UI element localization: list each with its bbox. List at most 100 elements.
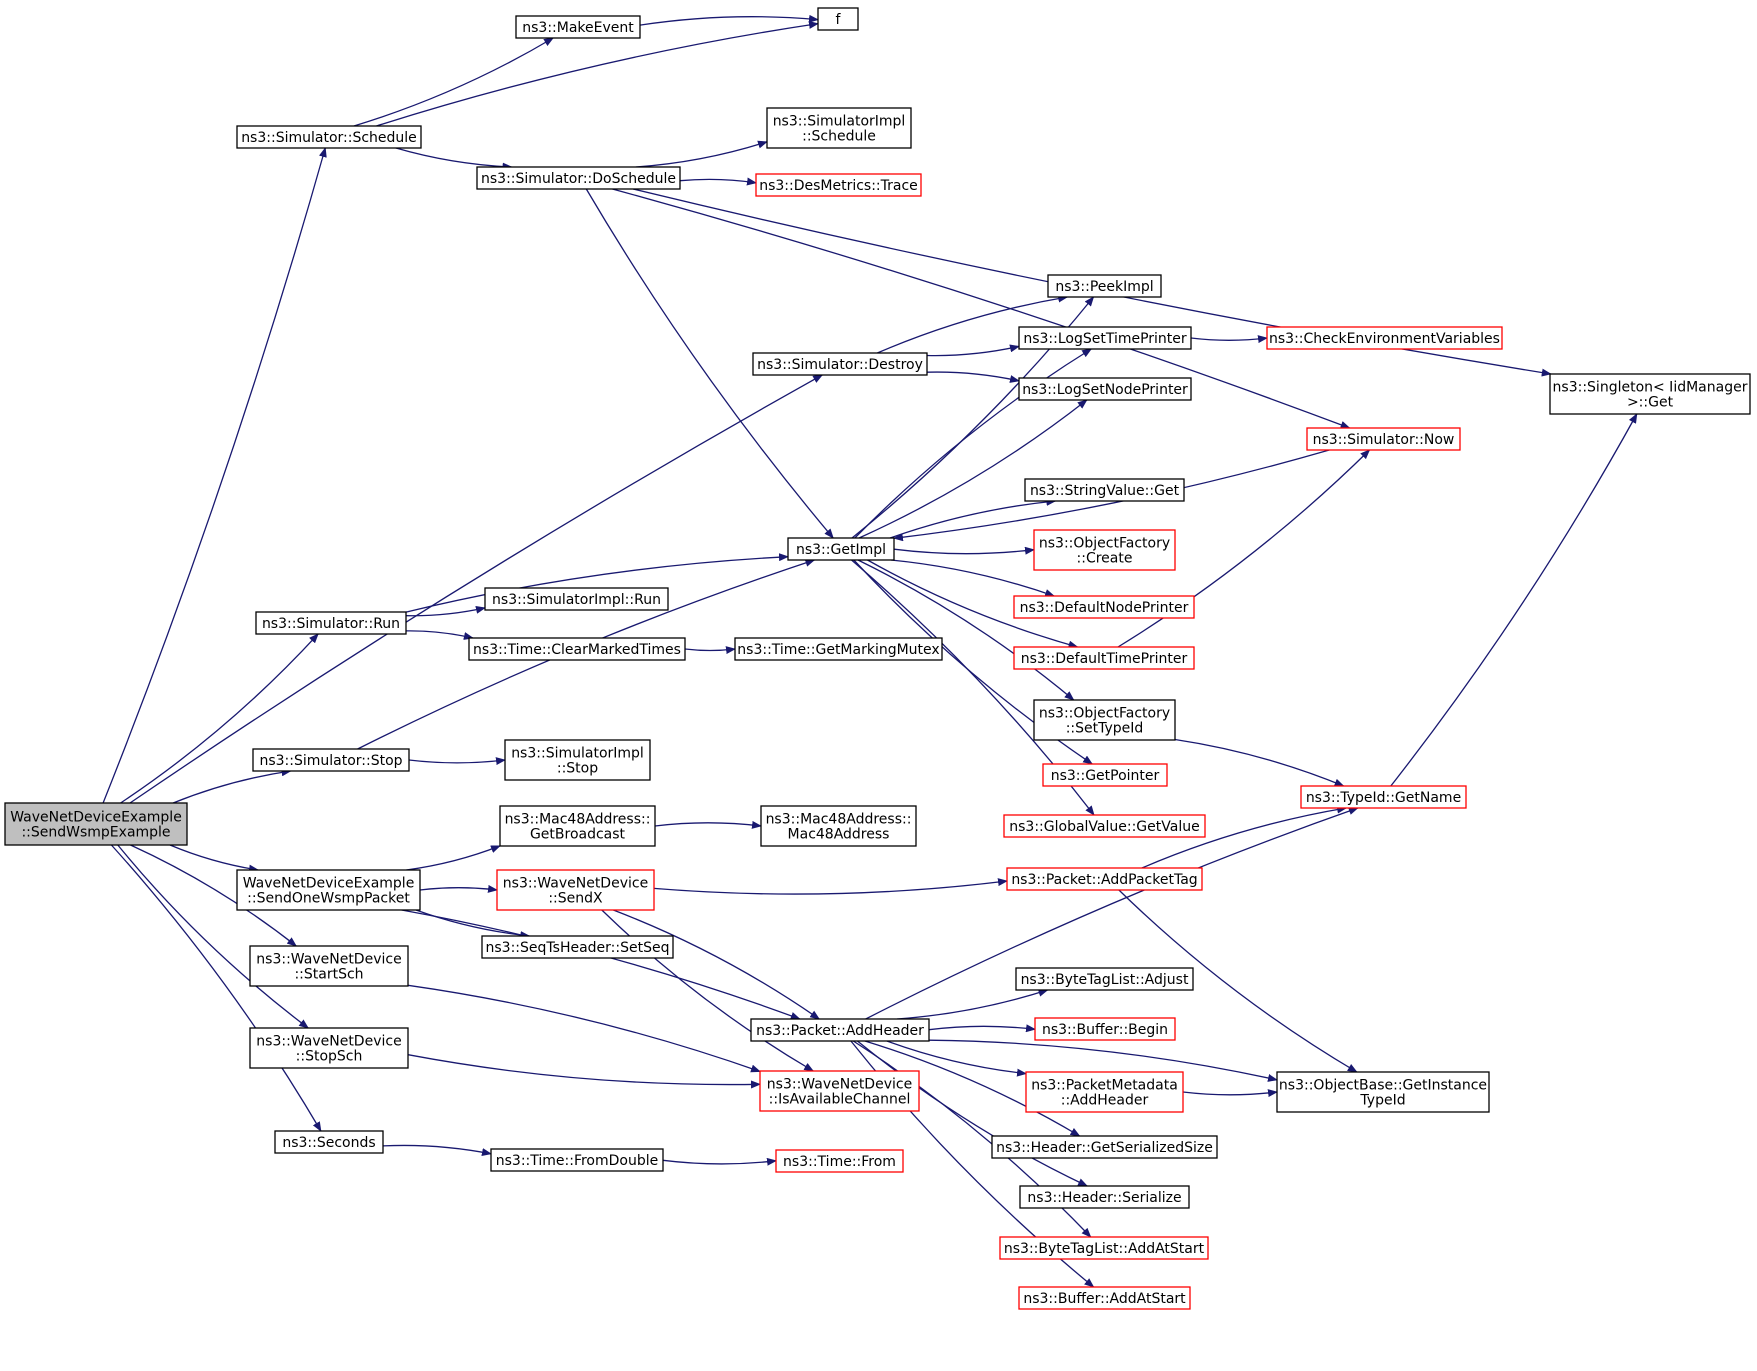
node-peekimpl[interactable]: ns3::PeekImpl bbox=[1047, 274, 1162, 298]
node-time_getmarkingmutex[interactable]: ns3::Time::GetMarkingMutex bbox=[734, 637, 943, 661]
node-simimpl_schedule[interactable]: ns3::SimulatorImpl::Schedule bbox=[766, 107, 912, 149]
node-sim_doschedule[interactable]: ns3::Simulator::DoSchedule bbox=[476, 166, 681, 190]
node-defaulttimeprinter[interactable]: ns3::DefaultTimePrinter bbox=[1013, 646, 1195, 670]
node-buffer_begin[interactable]: ns3::Buffer::Begin bbox=[1034, 1017, 1176, 1041]
node-make_event[interactable]: ns3::MakeEvent bbox=[515, 15, 641, 39]
node-buffer_addatstart[interactable]: ns3::Buffer::AddAtStart bbox=[1018, 1286, 1191, 1310]
node-singleton_get[interactable]: ns3::Singleton< IidManager >::Get bbox=[1549, 373, 1751, 415]
node-box bbox=[236, 869, 421, 911]
node-box bbox=[760, 805, 917, 847]
node-label: ns3::MakeEvent bbox=[522, 20, 634, 36]
node-header_serialize[interactable]: ns3::Header::Serialize bbox=[1019, 1185, 1190, 1209]
node-packet_addpackettag[interactable]: ns3::Packet::AddPacketTag bbox=[1006, 867, 1203, 891]
node-seqts_setseq[interactable]: ns3::SeqTsHeader::SetSeq bbox=[481, 935, 674, 959]
node-box bbox=[252, 748, 410, 772]
node-seconds[interactable]: ns3::Seconds bbox=[274, 1130, 384, 1154]
node-root[interactable]: WaveNetDeviceExample::SendWsmpExample bbox=[4, 802, 188, 846]
node-time_fromdouble[interactable]: ns3::Time::FromDouble bbox=[490, 1148, 664, 1172]
node-box bbox=[515, 15, 641, 39]
node-f[interactable]: f bbox=[817, 7, 859, 31]
node-pktmeta_addheader[interactable]: ns3::PacketMetadata::AddHeader bbox=[1025, 1071, 1184, 1113]
node-box bbox=[766, 107, 912, 149]
node-logsettimeprinter[interactable]: ns3::LogSetTimePrinter bbox=[1018, 326, 1192, 350]
node-sim_stop[interactable]: ns3::Simulator::Stop bbox=[252, 748, 410, 772]
node-sim_destroy[interactable]: ns3::Simulator::Destroy bbox=[752, 352, 928, 376]
node-box bbox=[1276, 1071, 1490, 1113]
edge-root-to-sim_stop bbox=[172, 768, 292, 804]
node-label: ::SendOneWsmpPacket bbox=[247, 891, 410, 907]
node-mac48_getbroadcast[interactable]: ns3::Mac48Address::GetBroadcast bbox=[499, 805, 656, 847]
edge-sendonewsmp-to-packet_addheader bbox=[401, 909, 801, 1020]
node-label: ns3::ByteTagList::Adjust bbox=[1021, 972, 1189, 988]
node-bytetaglist_addatstart[interactable]: ns3::ByteTagList::AddAtStart bbox=[999, 1236, 1209, 1260]
node-label: ns3::Simulator::Stop bbox=[259, 753, 402, 769]
node-logsetnodeprinter[interactable]: ns3::LogSetNodePrinter bbox=[1018, 377, 1192, 401]
node-header_getserializedsize[interactable]: ns3::Header::GetSerializedSize bbox=[991, 1135, 1218, 1159]
node-stringvalue_get[interactable]: ns3::StringValue::Get bbox=[1024, 478, 1185, 502]
node-label: ::Stop bbox=[557, 761, 598, 777]
edge-seconds-to-time_fromdouble bbox=[382, 1144, 492, 1157]
node-sim_now[interactable]: ns3::Simulator::Now bbox=[1306, 427, 1461, 451]
edge-sendonewsmp-to-wave_sendx bbox=[419, 884, 498, 893]
node-label: ns3::SimulatorImpl::Run bbox=[492, 592, 661, 608]
node-time_from[interactable]: ns3::Time::From bbox=[775, 1149, 904, 1173]
node-label: ::StartSch bbox=[294, 967, 363, 983]
node-sendonewsmp[interactable]: WaveNetDeviceExample::SendOneWsmpPacket bbox=[236, 869, 421, 911]
node-typeid_getname[interactable]: ns3::TypeId::GetName bbox=[1300, 785, 1467, 809]
node-bytetaglist_adjust[interactable]: ns3::ByteTagList::Adjust bbox=[1015, 967, 1194, 991]
node-box bbox=[1034, 1017, 1176, 1041]
edge-getimpl-to-logsetnodeprinter bbox=[858, 399, 1088, 539]
node-box bbox=[817, 7, 859, 31]
node-defaultnodeprinter[interactable]: ns3::DefaultNodePrinter bbox=[1013, 595, 1195, 619]
node-box bbox=[481, 935, 674, 959]
edge-time_fromdouble-to-time_from bbox=[662, 1157, 777, 1166]
node-label: ns3::DesMetrics::Trace bbox=[759, 178, 918, 194]
node-label: ns3::Time::From bbox=[783, 1154, 896, 1170]
node-wave_sendx[interactable]: ns3::WaveNetDevice::SendX bbox=[496, 869, 655, 911]
node-box bbox=[999, 1236, 1209, 1260]
node-wave_isavailable[interactable]: ns3::WaveNetDevice::IsAvailableChannel bbox=[759, 1070, 920, 1112]
node-box bbox=[1033, 699, 1176, 741]
node-mac48_mac48[interactable]: ns3::Mac48Address::Mac48Address bbox=[760, 805, 917, 847]
node-label: ns3::Header::GetSerializedSize bbox=[996, 1140, 1213, 1156]
node-objfactory_settypeid[interactable]: ns3::ObjectFactory::SetTypeId bbox=[1033, 699, 1176, 741]
edge-packet_addheader-to-objbase_getinstance bbox=[928, 1039, 1278, 1082]
node-box bbox=[1042, 763, 1168, 787]
node-packet_addheader[interactable]: ns3::Packet::AddHeader bbox=[750, 1018, 930, 1042]
node-time_clearmarked[interactable]: ns3::Time::ClearMarkedTimes bbox=[468, 637, 686, 661]
edge-wave_startsch-to-wave_isavailable bbox=[407, 984, 761, 1073]
edge-typeid_getname-to-singleton_get bbox=[1390, 413, 1638, 787]
node-wave_stopsch[interactable]: ns3::WaveNetDevice::StopSch bbox=[249, 1027, 409, 1069]
node-label: ::AddHeader bbox=[1061, 1093, 1149, 1109]
node-box bbox=[1018, 1286, 1191, 1310]
node-label: ns3::Singleton< IidManager bbox=[1553, 380, 1748, 396]
node-label: ns3::SimulatorImpl bbox=[773, 114, 906, 130]
node-getpointer[interactable]: ns3::GetPointer bbox=[1042, 763, 1168, 787]
node-label: ns3::PacketMetadata bbox=[1031, 1078, 1178, 1094]
node-simimpl_run[interactable]: ns3::SimulatorImpl::Run bbox=[484, 587, 669, 611]
node-wave_startsch[interactable]: ns3::WaveNetDevice::StartSch bbox=[249, 945, 409, 987]
node-sim_run[interactable]: ns3::Simulator::Run bbox=[255, 611, 407, 635]
node-box bbox=[1015, 967, 1194, 991]
node-objfactory_create[interactable]: ns3::ObjectFactory::Create bbox=[1033, 529, 1176, 571]
node-label: ns3::Time::ClearMarkedTimes bbox=[473, 642, 681, 658]
edge-logsettimeprinter-to-checkenv bbox=[1190, 335, 1268, 344]
node-box bbox=[1013, 595, 1195, 619]
node-checkenv[interactable]: ns3::CheckEnvironmentVariables bbox=[1266, 326, 1503, 350]
node-getimpl[interactable]: ns3::GetImpl bbox=[787, 537, 895, 561]
node-label: ns3::ObjectBase::GetInstance bbox=[1279, 1078, 1487, 1094]
node-label: ns3::StringValue::Get bbox=[1030, 483, 1180, 499]
edge-sim_run-to-time_clearmarked bbox=[405, 630, 474, 640]
node-label: ns3::Simulator::Now bbox=[1313, 432, 1455, 448]
edge-root-to-wave_stopsch bbox=[117, 844, 309, 1029]
edge-sim_schedule-to-sim_doschedule bbox=[395, 147, 513, 171]
node-simimpl_stop[interactable]: ns3::SimulatorImpl::Stop bbox=[504, 739, 651, 781]
edge-sim_doschedule-to-desmetrics_trace bbox=[679, 177, 757, 186]
node-sim_schedule[interactable]: ns3::Simulator::Schedule bbox=[236, 125, 422, 149]
edge-wave_sendx-to-packet_addheader bbox=[613, 909, 821, 1020]
node-desmetrics_trace[interactable]: ns3::DesMetrics::Trace bbox=[755, 173, 922, 197]
edge-packet_addheader-to-header_getserializedsize bbox=[864, 1040, 1081, 1137]
node-globalvalue_getvalue[interactable]: ns3::GlobalValue::GetValue bbox=[1003, 814, 1206, 838]
node-label: TypeId bbox=[1359, 1093, 1405, 1109]
